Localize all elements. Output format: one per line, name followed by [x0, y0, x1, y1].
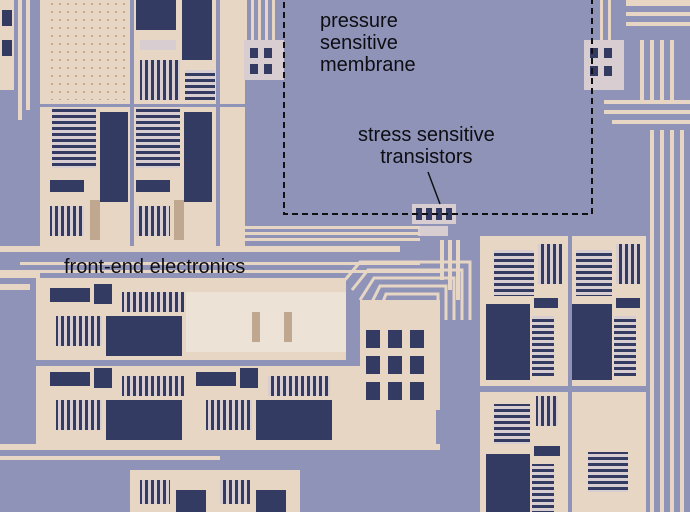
right-circuit — [480, 130, 684, 512]
bus-lines-top — [230, 0, 284, 80]
front-end-electronics-label: front-end electronics — [64, 256, 246, 278]
middle-array — [360, 300, 440, 410]
membrane-label-line: sensitive — [320, 32, 398, 54]
membrane-label: pressure sensitive membrane — [320, 10, 416, 76]
right-membrane-pads — [584, 0, 690, 124]
top-left-circuit — [40, 0, 245, 250]
stress-label-line: transistors — [380, 146, 473, 168]
membrane-label-line: pressure — [320, 10, 398, 32]
fan-out-traces — [343, 260, 472, 321]
stress-transistors-label: stress sensitive transistors — [358, 124, 495, 168]
bottom-traces — [0, 444, 440, 512]
pointer-line — [427, 171, 441, 205]
membrane-outline — [283, 0, 593, 215]
membrane-label-line: membrane — [320, 54, 416, 76]
stress-label-line: stress sensitive — [358, 124, 495, 146]
left-edge-traces — [0, 0, 40, 290]
